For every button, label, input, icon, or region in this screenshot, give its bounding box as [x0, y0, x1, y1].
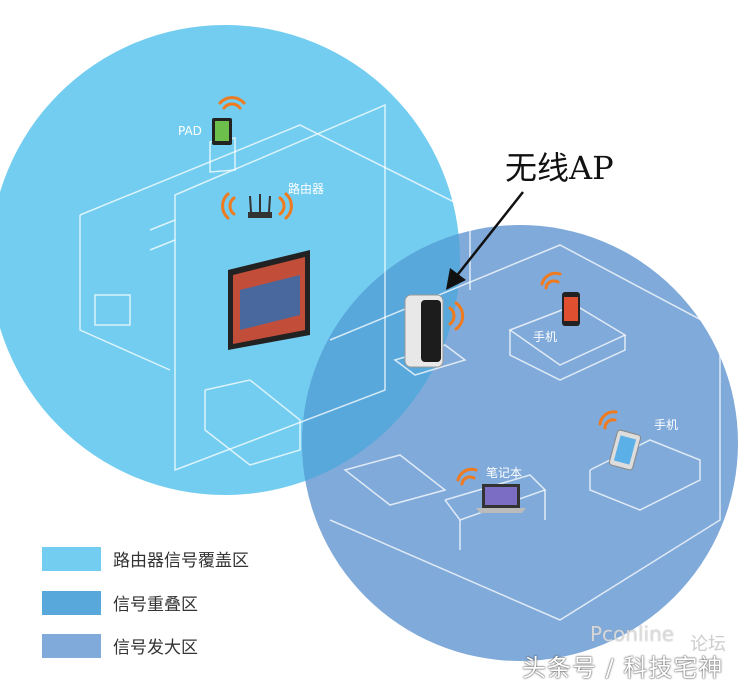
legend-label: 信号发大区 — [113, 638, 198, 658]
router-icon — [248, 194, 272, 218]
legend-label: 信号重叠区 — [113, 595, 198, 615]
pad-icon — [212, 118, 232, 145]
wifi-signal-icons — [218, 96, 618, 486]
wireless-ap-icon — [404, 294, 444, 368]
pad-label: PAD — [178, 124, 202, 138]
house-wireframe — [79, 103, 721, 621]
phone-icon-living — [608, 429, 642, 471]
watermark-text: 头条号 / 科技宅神 — [522, 654, 724, 682]
legend-item-overlap: 信号重叠区 — [42, 590, 198, 615]
diagram-title: 无线AP — [505, 149, 614, 187]
phone-bedroom-label: 手机 — [533, 330, 558, 344]
legend-label: 路由器信号覆盖区 — [113, 551, 249, 571]
laptop-icon — [476, 484, 526, 513]
phone-living-label: 手机 — [654, 418, 679, 432]
legend-swatch — [42, 590, 101, 615]
legend-item-extended: 信号发大区 — [42, 633, 198, 658]
phone-icon-bedroom — [562, 292, 580, 326]
tv-icon — [228, 250, 310, 350]
watermark-forum: 论坛 — [690, 634, 726, 655]
legend-swatch — [42, 633, 101, 658]
router-label: 路由器 — [288, 182, 325, 196]
legend-swatch — [42, 546, 101, 571]
pointer-arrow — [446, 191, 524, 290]
legend-item-router-coverage: 路由器信号覆盖区 — [42, 546, 249, 571]
laptop-label: 笔记本 — [486, 466, 523, 480]
watermark-logo: Pconline — [590, 622, 675, 646]
